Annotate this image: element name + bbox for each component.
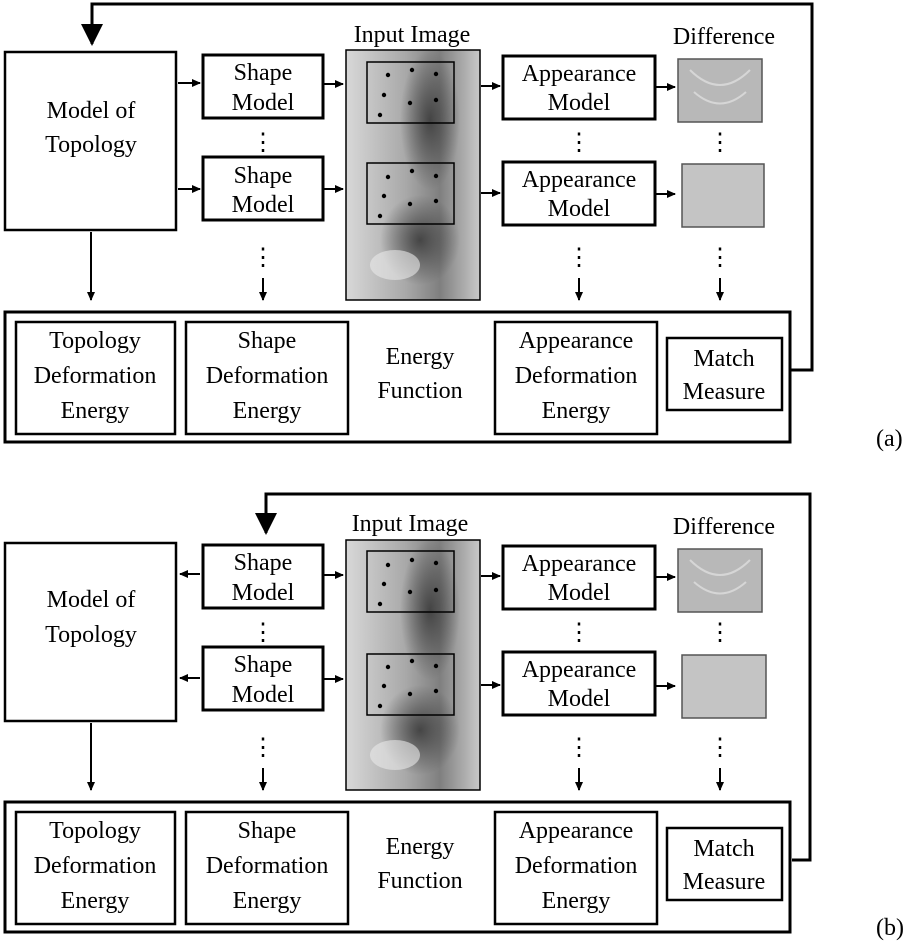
appearance-energy-label-a-2: Deformation — [515, 363, 638, 389]
difference-title-b: Difference — [673, 514, 775, 540]
ellipsis-difference-b: ⋮ — [708, 620, 732, 646]
shape-model-2-box-a — [201, 155, 325, 222]
shape-energy-label-a-2: Deformation — [206, 363, 329, 389]
appearance-model-2-box-a — [501, 160, 657, 227]
topology-model-box-b — [3, 541, 178, 723]
difference-title-a: Difference — [673, 24, 775, 50]
difference-image-1-a — [677, 58, 763, 123]
ellipsis-down-shape-b: ⋮ — [251, 735, 275, 761]
topology-model-box-a — [3, 50, 178, 232]
topology-energy-box-a — [14, 320, 177, 436]
shape-energy-box-a — [184, 320, 350, 436]
appearance-model-2-label-b-2: Model — [548, 686, 611, 712]
appearance-energy-box-a — [493, 320, 659, 436]
topology-model-label-a-2: Topology — [45, 132, 137, 158]
match-measure-label-a-1: Match — [693, 346, 754, 372]
shape-energy-label-a-3: Energy — [233, 398, 302, 424]
ellipsis-down-appearance-a: ⋮ — [567, 245, 591, 271]
shape-model-2-label-b-2: Model — [232, 682, 295, 708]
ellipsis-appearance-a: ⋮ — [567, 130, 591, 156]
ellipsis-down-difference-a: ⋮ — [708, 245, 732, 271]
ellipsis-down-appearance-b: ⋮ — [567, 735, 591, 761]
ellipsis-down-difference-b: ⋮ — [708, 735, 732, 761]
appearance-model-2-box-b — [501, 650, 657, 717]
appearance-energy-label-b-3: Energy — [542, 888, 611, 914]
shape-model-2-label-b-1: Shape — [234, 652, 293, 678]
shape-model-2-label-a-2: Model — [232, 192, 295, 218]
appearance-model-1-label-b-2: Model — [548, 580, 611, 606]
appearance-model-1-box-a — [501, 54, 657, 121]
ellipsis-shape-a: ⋮ — [251, 130, 275, 156]
feedback-loop-b — [255, 492, 812, 862]
topology-model-label-b-2: Topology — [45, 622, 137, 648]
shape-energy-box-b — [184, 810, 350, 926]
shape-energy-label-b-1: Shape — [238, 818, 297, 844]
shape-model-2-box-b — [201, 645, 325, 712]
topology-energy-label-b-2: Deformation — [34, 853, 157, 879]
difference-image-2-a — [681, 163, 765, 228]
appearance-model-1-label-a-2: Model — [548, 90, 611, 116]
match-measure-label-b-1: Match — [693, 836, 754, 862]
panel-b: Model of Topology Shape Model ⋮ Shape Mo… — [3, 492, 904, 941]
topology-energy-label-a-3: Energy — [61, 398, 130, 424]
shape-model-1-label-a-2: Model — [232, 90, 295, 116]
difference-texture-1-a — [689, 69, 751, 105]
appearance-model-2-label-b-1: Appearance — [522, 657, 637, 683]
match-measure-label-b-2: Measure — [683, 869, 766, 895]
shape-model-1-label-a-1: Shape — [234, 60, 293, 86]
ellipsis-shape-b: ⋮ — [251, 620, 275, 646]
difference-texture-1-b — [689, 559, 751, 595]
match-measure-box-a — [665, 336, 784, 412]
appearance-energy-label-b-1: Appearance — [519, 818, 634, 844]
topology-energy-label-b-3: Energy — [61, 888, 130, 914]
input-image-title-b: Input Image — [352, 511, 469, 537]
shape-model-1-box-b — [201, 543, 325, 610]
appearance-model-1-label-b-1: Appearance — [522, 551, 637, 577]
difference-image-1-b — [677, 548, 763, 613]
energy-function-label-a-2: Function — [377, 378, 462, 404]
topology-model-label-a-1: Model of — [47, 98, 136, 124]
difference-image-2-b — [681, 654, 767, 719]
appearance-model-2-label-a-2: Model — [548, 196, 611, 222]
topology-energy-label-a-1: Topology — [49, 328, 141, 354]
appearance-energy-label-a-3: Energy — [542, 398, 611, 424]
topology-energy-label-b-1: Topology — [49, 818, 141, 844]
feedback-loop-a — [81, 2, 814, 372]
panel-tag-b: (b) — [876, 915, 904, 941]
appearance-energy-box-b — [493, 810, 659, 926]
input-image-title-a: Input Image — [354, 22, 471, 48]
ellipsis-difference-a: ⋮ — [708, 130, 732, 156]
panel-a: Model of Topology Shape Model ⋮ Shape Mo… — [3, 2, 903, 452]
topology-energy-label-a-2: Deformation — [34, 363, 157, 389]
shape-energy-label-a-1: Shape — [238, 328, 297, 354]
appearance-model-1-label-a-1: Appearance — [522, 61, 637, 87]
energy-function-label-b-2: Function — [377, 868, 462, 894]
ellipsis-down-shape-a: ⋮ — [251, 245, 275, 271]
shape-energy-label-b-3: Energy — [233, 888, 302, 914]
input-image-b — [345, 539, 481, 791]
shape-model-2-label-a-1: Shape — [234, 163, 293, 189]
energy-function-label-a-1: Energy — [386, 344, 455, 370]
match-measure-box-b — [665, 826, 784, 902]
shape-model-1-label-b-1: Shape — [234, 550, 293, 576]
shape-model-1-label-b-2: Model — [232, 580, 295, 606]
input-image-a — [345, 49, 481, 301]
panel-tag-a: (a) — [876, 426, 903, 452]
topology-energy-box-b — [14, 810, 177, 926]
shape-energy-label-b-2: Deformation — [206, 853, 329, 879]
appearance-model-2-label-a-1: Appearance — [522, 167, 637, 193]
topology-model-label-b-1: Model of — [47, 587, 136, 613]
match-measure-label-a-2: Measure — [683, 379, 766, 405]
shape-model-1-box-a — [201, 53, 325, 120]
appearance-model-1-box-b — [501, 544, 657, 611]
energy-function-label-b-1: Energy — [386, 834, 455, 860]
ellipsis-appearance-b: ⋮ — [567, 620, 591, 646]
appearance-energy-label-a-1: Appearance — [519, 328, 634, 354]
appearance-energy-label-b-2: Deformation — [515, 853, 638, 879]
